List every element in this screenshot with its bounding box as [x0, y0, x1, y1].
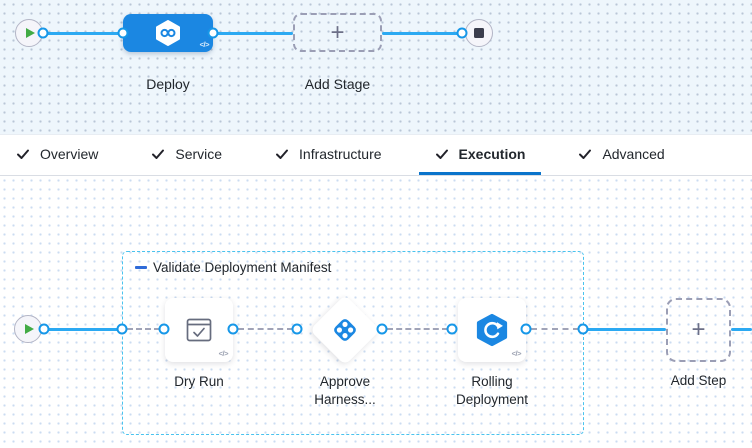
connector-port — [38, 323, 50, 335]
stage-deploy-card[interactable]: </> — [123, 14, 213, 52]
connector-line-dashed — [531, 328, 579, 330]
tab-label: Overview — [40, 145, 99, 162]
step-group-header[interactable]: Validate Deployment Manifest — [135, 260, 331, 275]
connector-port — [376, 323, 388, 335]
stop-icon — [474, 28, 484, 38]
tab-infrastructure[interactable]: Infrastructure — [259, 135, 397, 175]
dry-run-icon — [186, 318, 212, 342]
connector-port — [446, 323, 458, 335]
config-tabs: Overview Service Infrastructure Executio… — [0, 134, 752, 176]
connector-port — [227, 323, 239, 335]
harness-deploy-icon — [156, 20, 180, 46]
connector-line — [43, 31, 123, 35]
check-icon — [151, 147, 165, 161]
step-dry-run-card[interactable]: </> — [165, 298, 233, 362]
plus-icon: + — [691, 316, 706, 343]
step-label-rolling-deployment: Rolling Deployment — [455, 374, 529, 407]
connector-port — [207, 27, 219, 39]
step-rolling-deployment-card[interactable]: </> — [458, 298, 526, 362]
rolling-deployment-icon — [476, 313, 508, 347]
tab-label: Execution — [458, 145, 526, 162]
stage-yaml-toggle[interactable]: </> — [199, 40, 210, 49]
add-step-button[interactable]: + — [666, 298, 731, 362]
connector-line — [731, 327, 752, 331]
tab-label: Service — [175, 145, 223, 162]
connector-port — [117, 27, 129, 39]
plus-icon: + — [330, 18, 345, 46]
collapse-icon[interactable] — [135, 266, 147, 269]
check-icon — [275, 147, 289, 161]
tab-label: Advanced — [602, 145, 665, 162]
tab-advanced[interactable]: Advanced — [562, 135, 680, 175]
approval-icon — [334, 319, 356, 341]
add-stage-button[interactable]: + — [293, 13, 382, 52]
tab-overview[interactable]: Overview — [0, 135, 114, 175]
connector-line — [583, 327, 666, 331]
connector-port — [158, 323, 170, 335]
connector-port — [116, 323, 128, 335]
play-icon — [26, 28, 35, 38]
connector-line — [213, 31, 293, 35]
step-group-box[interactable]: Validate Deployment Manifest — [122, 251, 584, 435]
connector-port — [577, 323, 589, 335]
add-stage-label: Add Stage — [304, 76, 371, 92]
play-icon — [25, 324, 34, 334]
check-icon — [16, 147, 30, 161]
connector-line-dashed — [127, 328, 160, 330]
pipeline-end-node[interactable] — [465, 19, 493, 47]
tab-execution[interactable]: Execution — [418, 135, 542, 175]
step-label-dry-run: Dry Run — [174, 374, 224, 389]
connector-line — [382, 31, 462, 35]
check-icon — [435, 147, 449, 161]
connector-line — [44, 327, 122, 331]
connector-line-dashed — [387, 328, 448, 330]
add-step-label: Add Step — [670, 373, 727, 388]
connector-port — [37, 27, 49, 39]
check-icon — [578, 147, 592, 161]
step-yaml-toggle[interactable]: </> — [511, 349, 522, 358]
execution-canvas — [0, 176, 752, 448]
connector-port — [291, 323, 303, 335]
connector-port — [520, 323, 532, 335]
connector-line-dashed — [238, 328, 293, 330]
step-label-approve: Approve Harness... — [314, 374, 376, 407]
tab-label: Infrastructure — [299, 145, 382, 162]
step-group-label: Validate Deployment Manifest — [153, 260, 332, 275]
connector-port — [456, 27, 468, 39]
tab-service[interactable]: Service — [135, 135, 238, 175]
stage-label: Deploy — [146, 76, 190, 92]
step-yaml-toggle[interactable]: </> — [218, 349, 229, 358]
